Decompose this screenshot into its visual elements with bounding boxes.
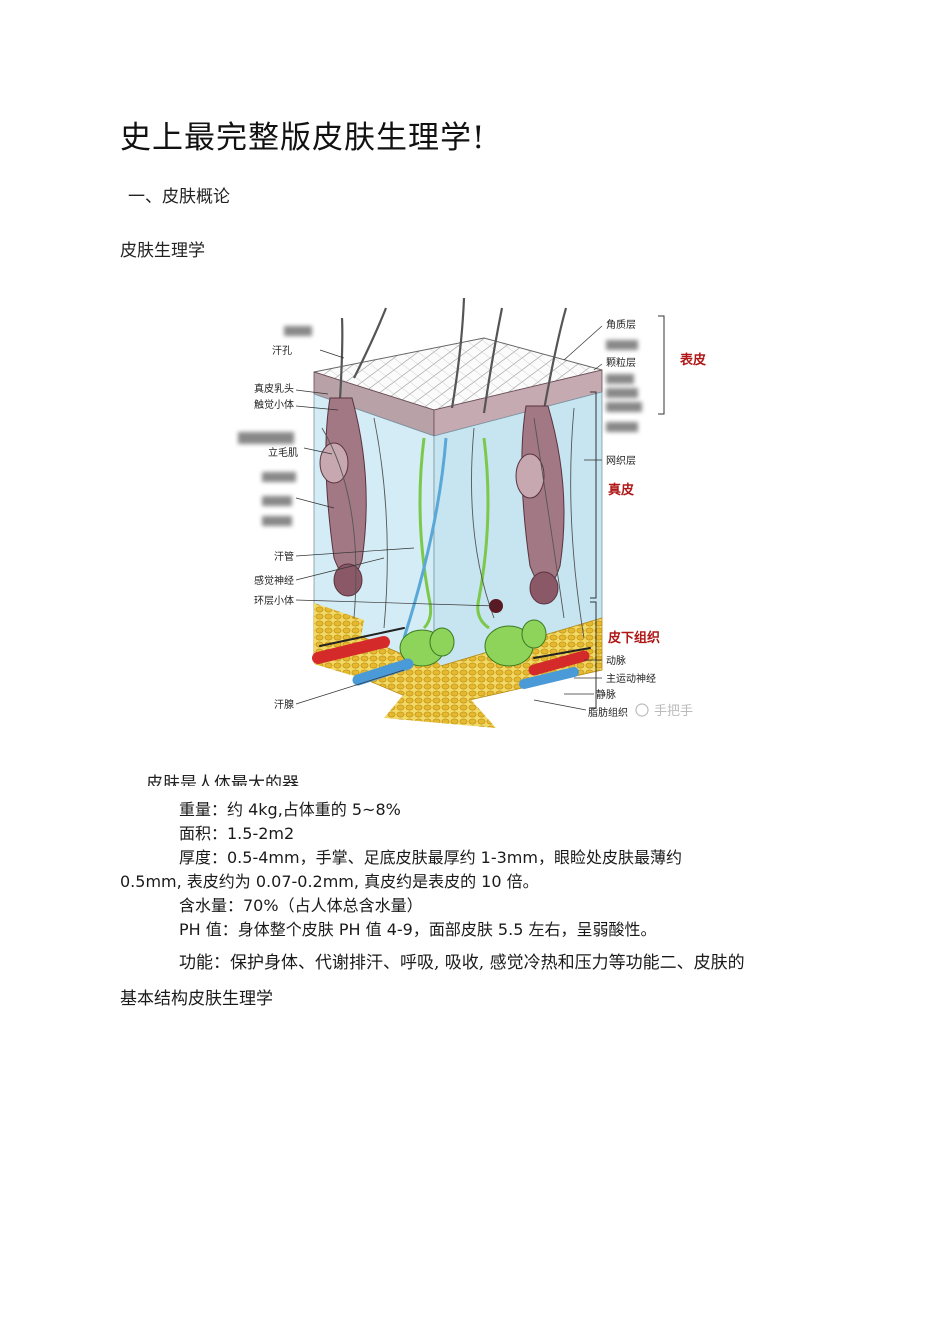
- text-water: 含水量：70%（占人体总含水量）: [179, 892, 423, 916]
- watermark-icon: [636, 704, 648, 716]
- label-motor-nerve: 主运动神经: [606, 672, 656, 685]
- document-title: 史上最完整版皮肤生理学!: [120, 112, 485, 157]
- label-tactile-corpuscle: 触觉小体: [254, 398, 294, 411]
- text-ph: PH 值：身体整个皮肤 PH 值 4-9，面部皮肤 5.5 左右，呈弱酸性。: [179, 916, 656, 940]
- label-arrector-pili: 立毛肌: [268, 446, 298, 459]
- text-area: 面积：1.5-2m2: [179, 820, 294, 844]
- text-thickness-1: 厚度：0.5-4mm，手掌、足底皮肤最厚约 1-3mm，眼睑处皮肤最薄约: [179, 844, 682, 868]
- skin-structure-diagram: 汗孔 真皮乳头 触觉小体 立毛肌 汗管 感觉神经 环层小体 汗腺: [234, 298, 722, 738]
- text-thickness-2: 0.5mm, 表皮约为 0.07-0.2mm, 真皮约是表皮的 10 倍。: [120, 868, 539, 892]
- label-dermal-papilla: 真皮乳头: [254, 382, 294, 395]
- text-function-1: 功能：保护身体、代谢排汗、呼吸, 吸收, 感觉冷热和压力等功能二、皮肤的: [179, 948, 745, 973]
- layer-label-dermis: 真皮: [608, 482, 634, 498]
- cut-off-line: 皮肤是人体最大的器: [146, 772, 446, 786]
- section-heading: 一、皮肤概论: [128, 182, 230, 207]
- layer-label-subcutaneous: 皮下组织: [607, 630, 660, 646]
- watermark-text: 手把手: [654, 704, 693, 719]
- label-sweat-duct: 汗管: [274, 550, 294, 563]
- label-sweat-gland: 汗腺: [274, 698, 294, 711]
- subheading: 皮肤生理学: [120, 236, 205, 261]
- label-reticular-layer: 网织层: [606, 455, 636, 467]
- label-stratum-granulosum: 颗粒层: [606, 356, 636, 369]
- label-lamellar-corpuscle: 环层小体: [254, 595, 294, 607]
- text-function-2: 基本结构皮肤生理学: [120, 984, 273, 1009]
- label-vein: 静脉: [596, 688, 616, 701]
- label-adipose-tissue: 脂肪组织: [588, 706, 628, 719]
- label-artery: 动脉: [606, 654, 626, 667]
- text-weight: 重量：约 4kg,占体重的 5~8%: [179, 796, 401, 820]
- label-sensory-nerve: 感觉神经: [254, 574, 294, 587]
- label-sweat-pore: 汗孔: [272, 344, 292, 357]
- layer-label-epidermis: 表皮: [679, 352, 706, 368]
- label-stratum-corneum: 角质层: [606, 319, 636, 331]
